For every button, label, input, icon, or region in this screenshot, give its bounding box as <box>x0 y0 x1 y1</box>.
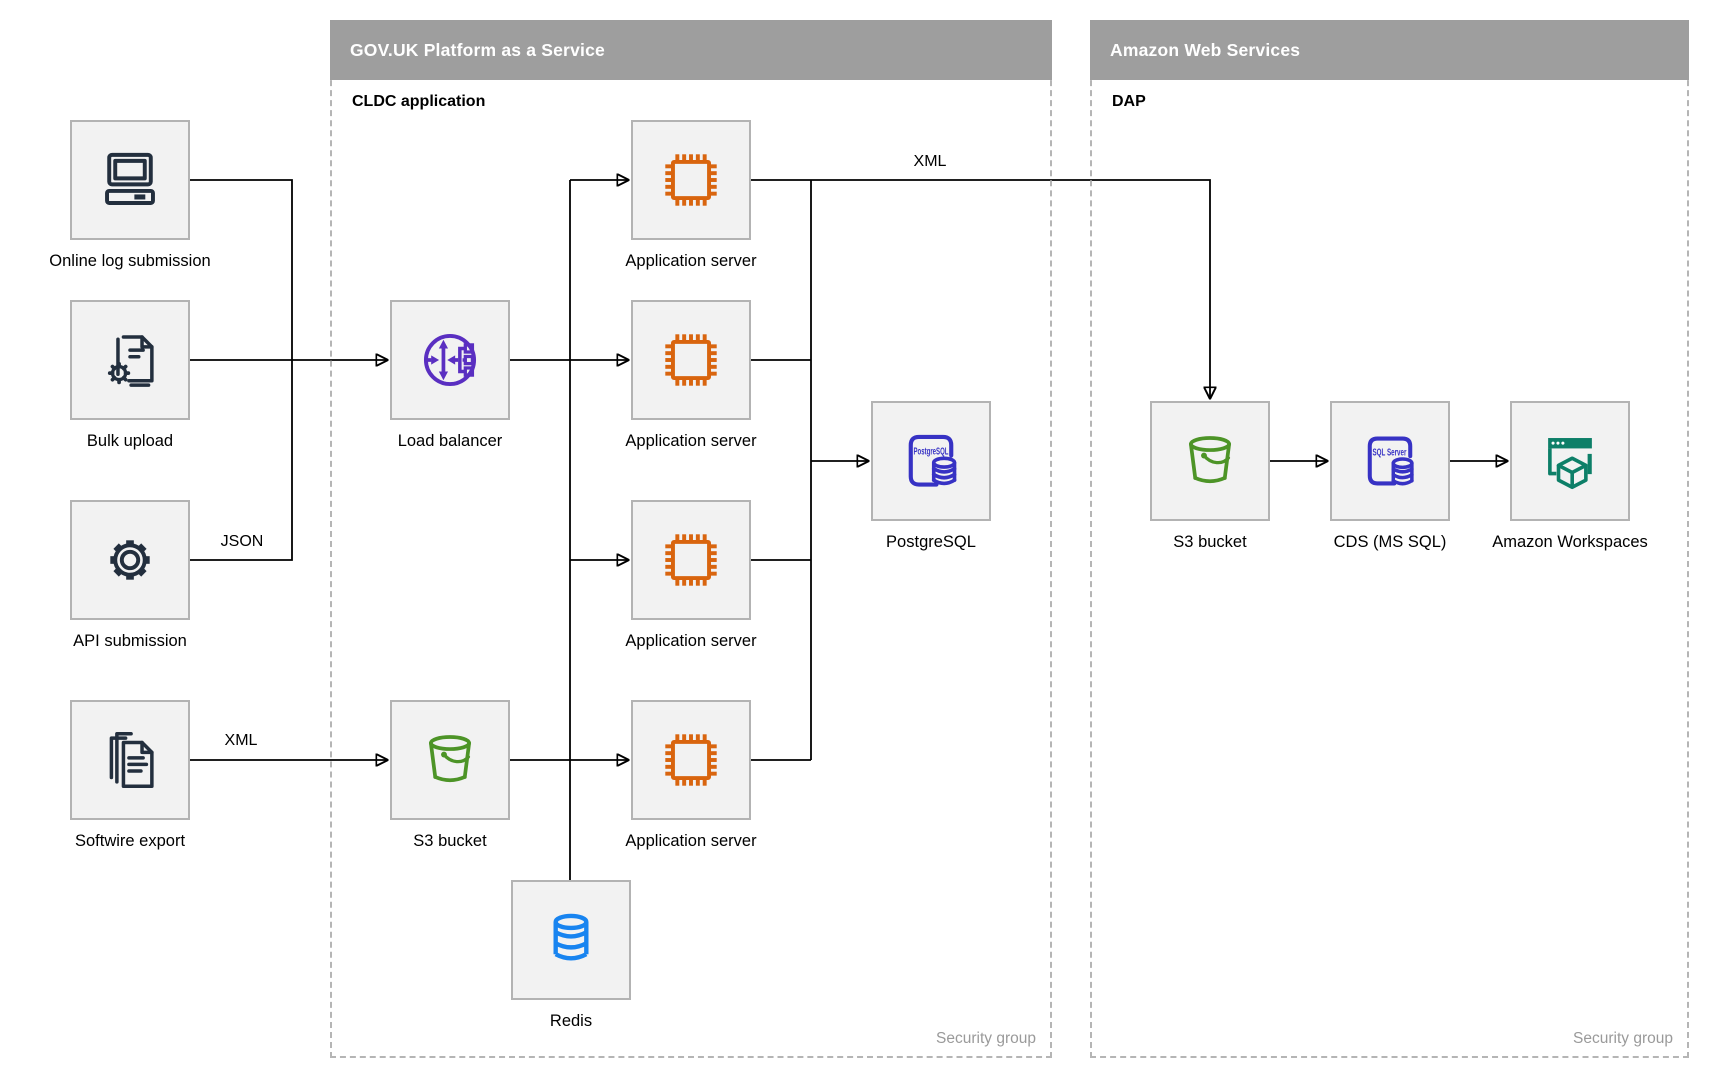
container-govuk-paas-header: GOV.UK Platform as a Service <box>330 20 1052 80</box>
node-label: Application server <box>625 632 757 650</box>
node-app-server-2: Application server <box>625 300 757 450</box>
cldc-application-label: CLDC application <box>352 93 486 110</box>
container-aws-header: Amazon Web Services <box>1090 20 1689 80</box>
node-softwire-export-box <box>70 700 190 820</box>
node-label: Bulk upload <box>86 432 174 450</box>
chip-icon <box>665 154 717 206</box>
xml-edge-label-aws: XML <box>913 153 947 170</box>
aws-security-group-label: Security group <box>1573 1030 1673 1047</box>
document-gear-icon <box>107 335 154 387</box>
node-app-server-3: Application server <box>625 500 757 650</box>
postgresql-icon-text: PostgreSQL <box>914 446 949 457</box>
node-online-log-submission: Online log submission <box>49 120 211 270</box>
node-label: S3 bucket <box>1173 533 1247 551</box>
chip-icon <box>665 334 717 386</box>
node-app-server-2-box <box>631 300 751 420</box>
node-label: Application server <box>625 252 757 270</box>
dap-label: DAP <box>1112 93 1146 110</box>
json-edge-label: JSON <box>220 533 264 550</box>
node-label: Redis <box>549 1012 593 1030</box>
node-app-server-4: Application server <box>625 700 757 850</box>
node-app-server-3-box <box>631 500 751 620</box>
container-govuk-paas: GOV.UK Platform as a Service CLDC applic… <box>330 20 1052 1058</box>
container-aws-title: Amazon Web Services <box>1110 39 1301 60</box>
node-postgresql-box: PostgreSQL <box>871 401 991 521</box>
node-s3-bucket-aws-box <box>1150 401 1270 521</box>
node-label: Application server <box>625 432 757 450</box>
sql-server-icon: SQL Server <box>1367 436 1414 486</box>
node-s3-bucket-paas-box <box>390 700 510 820</box>
node-amazon-workspaces: Amazon Workspaces <box>1492 401 1648 551</box>
s3-bucket-icon <box>1189 436 1231 484</box>
node-amazon-workspaces-box <box>1510 401 1630 521</box>
node-load-balancer-box <box>390 300 510 420</box>
node-app-server-1: Application server <box>625 120 757 270</box>
node-cds-ms-sql: SQL Server CDS (MS SQL) <box>1330 401 1450 551</box>
container-govuk-paas-title: GOV.UK Platform as a Service <box>350 39 605 60</box>
node-label: Softwire export <box>74 832 186 850</box>
node-redis-box <box>511 880 631 1000</box>
node-label: S3 bucket <box>413 832 487 850</box>
node-bulk-upload-box <box>70 300 190 420</box>
node-label: Application server <box>625 832 757 850</box>
node-label: Amazon Workspaces <box>1492 533 1648 551</box>
node-app-server-4-box <box>631 700 751 820</box>
node-softwire-export: Softwire export <box>70 700 190 850</box>
sql-server-icon-text: SQL Server <box>1373 448 1407 459</box>
paas-security-group-label: Security group <box>936 1030 1036 1047</box>
node-label: CDS (MS SQL) <box>1333 533 1447 551</box>
connector-sources-merge <box>190 179 293 561</box>
chip-icon <box>665 734 717 786</box>
xml-edge-label-softwire: XML <box>224 732 258 749</box>
node-load-balancer: Load balancer <box>390 300 510 450</box>
desktop-computer-icon <box>105 152 155 205</box>
node-api-submission: API submission <box>70 500 190 650</box>
node-postgresql: PostgreSQL PostgreSQL <box>871 401 991 551</box>
container-aws: Amazon Web Services DAP Security group <box>1090 20 1689 1058</box>
workspaces-icon <box>1548 438 1592 490</box>
node-api-submission-box <box>70 500 190 620</box>
node-label: Online log submission <box>49 252 211 270</box>
chip-icon <box>665 534 717 586</box>
gear-icon <box>110 540 150 580</box>
load-balancer-icon <box>423 333 477 387</box>
node-redis: Redis <box>511 880 631 1030</box>
s3-bucket-icon <box>429 735 471 783</box>
document-stack-icon <box>109 732 154 788</box>
node-online-log-submission-box <box>70 120 190 240</box>
node-bulk-upload: Bulk upload <box>70 300 190 450</box>
postgresql-icon: PostgreSQL <box>908 434 957 487</box>
node-s3-bucket-aws: S3 bucket <box>1150 401 1270 551</box>
node-label: Load balancer <box>397 432 503 450</box>
node-label: PostgreSQL <box>886 533 976 551</box>
node-label: API submission <box>73 632 187 650</box>
database-icon <box>553 913 589 961</box>
node-app-server-1-box <box>631 120 751 240</box>
node-s3-bucket-paas: S3 bucket <box>390 700 510 850</box>
node-cds-ms-sql-box: SQL Server <box>1330 401 1450 521</box>
